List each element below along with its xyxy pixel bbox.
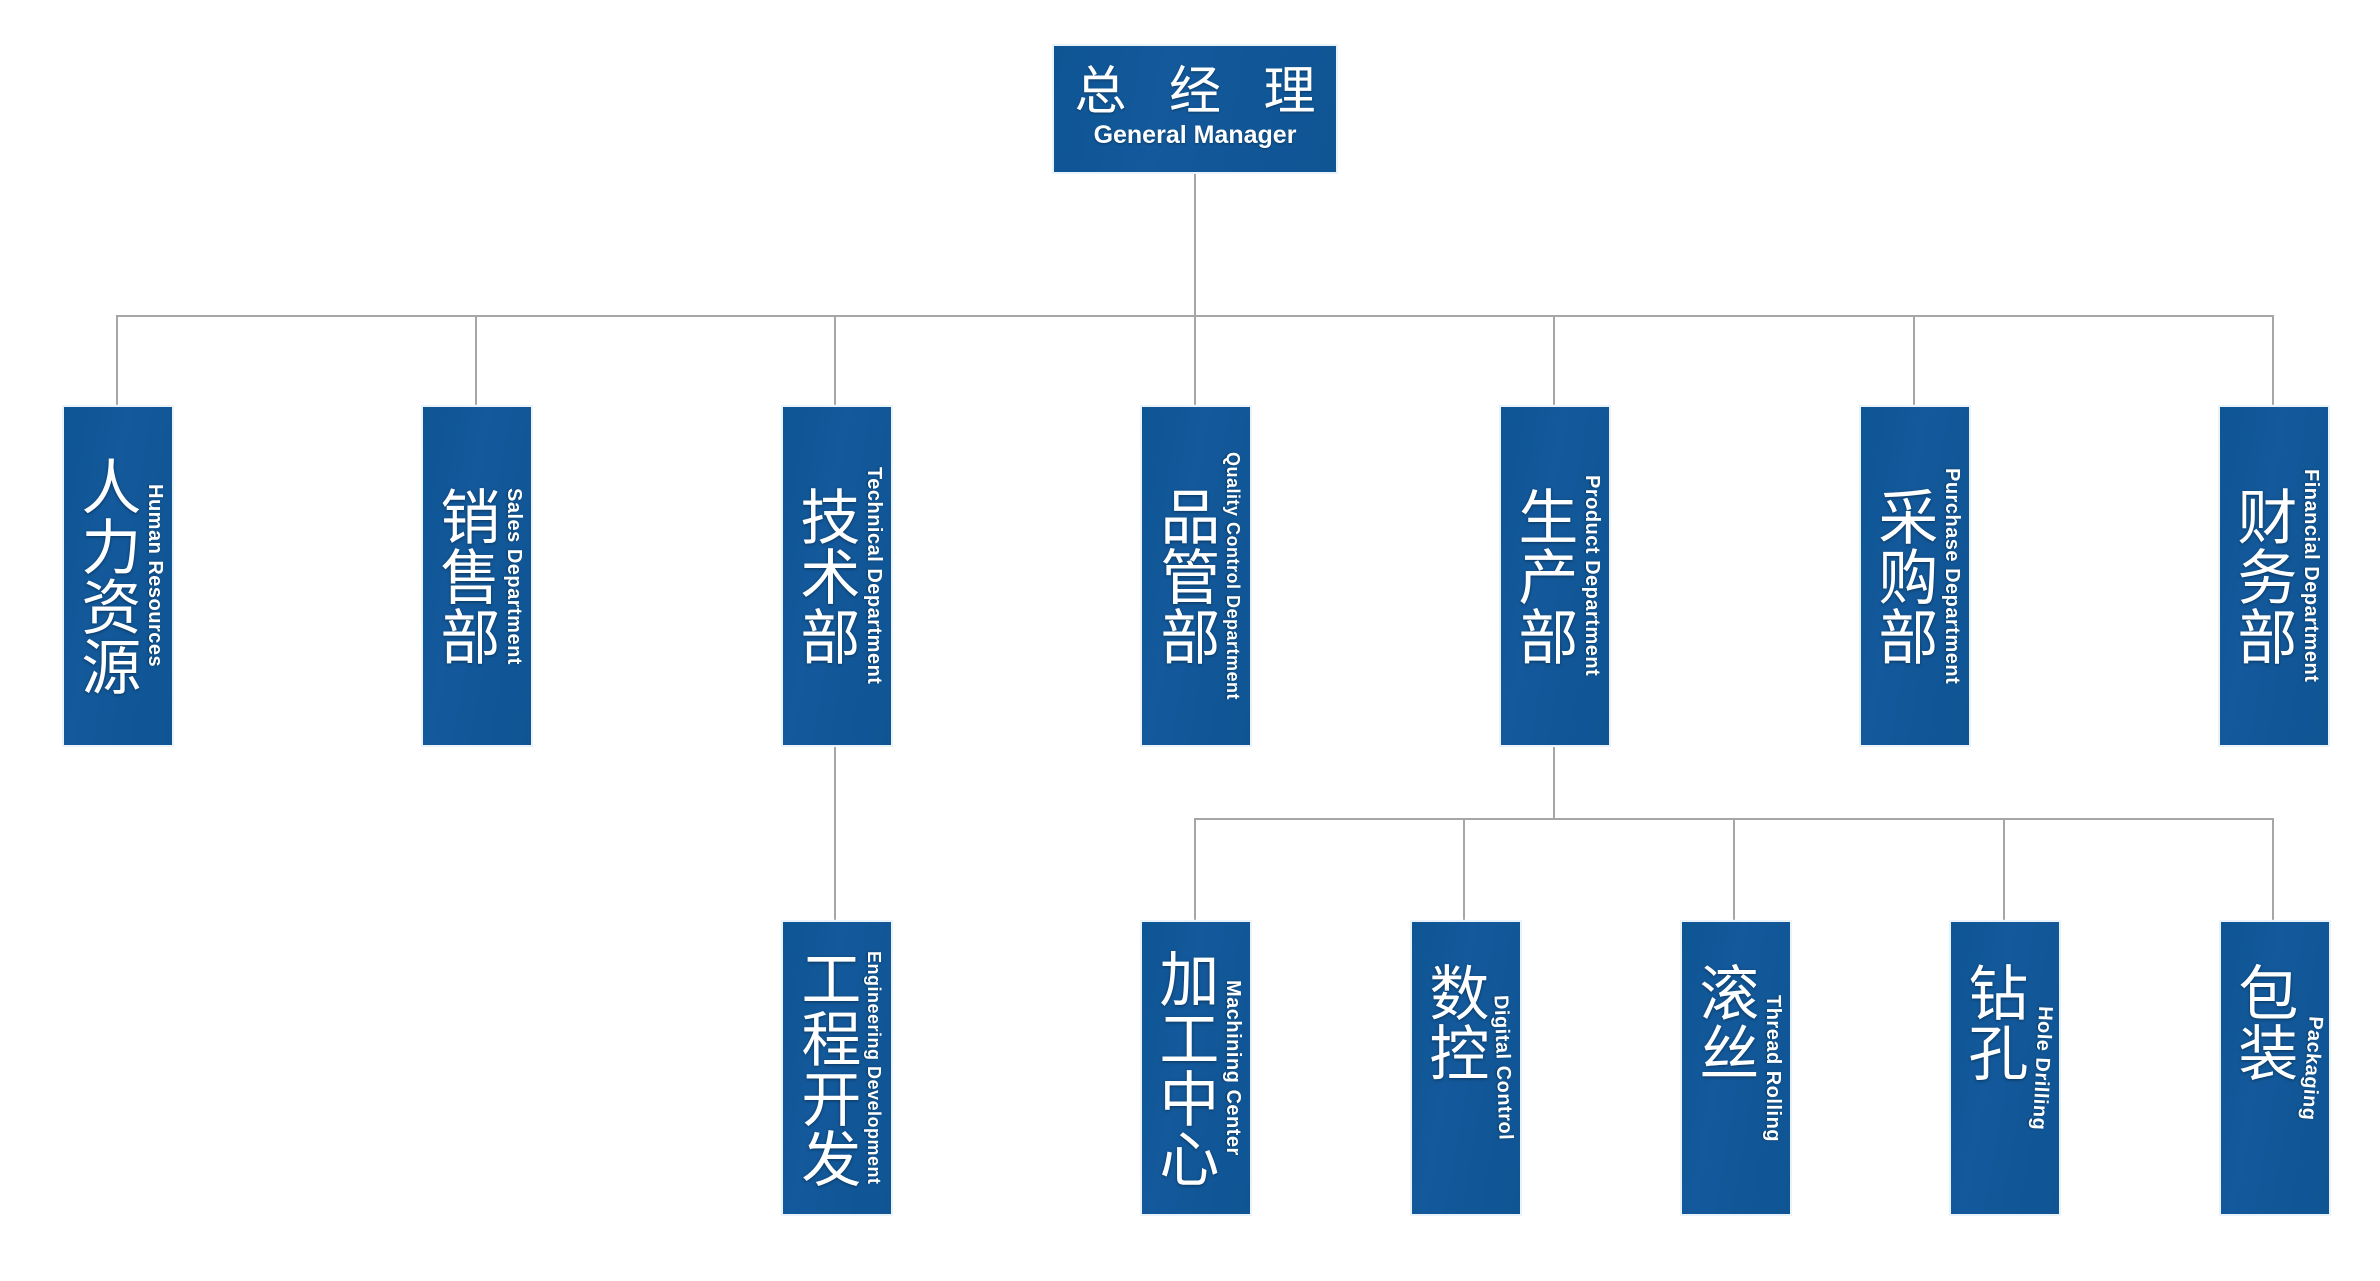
connector-drop-packaging	[2272, 818, 2274, 920]
node-technical-department-cn: 技术部	[791, 486, 859, 666]
node-purchase-department-cn: 采购部	[1869, 486, 1937, 666]
node-sales-department[interactable]: 销售部 Sales Department	[421, 405, 533, 747]
node-purchase-department[interactable]: 采购部 Purchase Department	[1859, 405, 1971, 747]
node-digital-control-cn: 数控	[1420, 962, 1488, 1082]
connector-product-stem	[1553, 747, 1555, 818]
node-machining-center-cn: 加工中心	[1150, 948, 1218, 1188]
node-digital-control[interactable]: 数控 Digital Control	[1410, 920, 1522, 1216]
node-thread-rolling[interactable]: 滚丝 Thread Rolling	[1680, 920, 1792, 1216]
connector-root-stem	[1194, 174, 1196, 316]
connector-drop-quality	[1194, 315, 1196, 407]
node-human-resources[interactable]: 人力资源 Human Resources	[62, 405, 174, 747]
node-financial-department[interactable]: 财务部 Financial Department	[2218, 405, 2330, 747]
node-technical-department-en: Technical Department	[862, 467, 885, 685]
node-machining-center-en: Machining Center	[1221, 980, 1244, 1156]
node-packaging-cn: 包装	[2229, 962, 2297, 1082]
node-engineering-development-cn: 工程开发	[792, 948, 860, 1188]
node-purchase-department-en: Purchase Department	[1940, 467, 1963, 685]
node-sales-department-cn: 销售部	[431, 486, 499, 666]
node-packaging[interactable]: 包装 Packaging	[2219, 920, 2331, 1216]
node-quality-control-department-en: Quality Control Department	[1222, 451, 1243, 701]
node-engineering-development-en: Engineering Development	[863, 951, 884, 1185]
node-technical-department[interactable]: 技术部 Technical Department	[781, 405, 893, 747]
node-digital-control-en: Digital Control	[1489, 994, 1517, 1141]
node-product-department-cn: 生产部	[1509, 486, 1577, 666]
node-hole-drilling-cn: 钻孔	[1959, 962, 2027, 1082]
node-human-resources-en: Human Resources	[143, 484, 166, 668]
node-product-department-en: Product Department	[1580, 475, 1603, 677]
node-hole-drilling[interactable]: 钻孔 Hole Drilling	[1949, 920, 2061, 1216]
node-human-resources-cn: 人力资源	[72, 456, 140, 696]
connector-drop-sales	[475, 315, 477, 407]
connector-drop-product	[1553, 315, 1555, 407]
node-general-manager-cn: 总 经 理	[1074, 63, 1330, 122]
node-engineering-development[interactable]: 工程开发 Engineering Development	[781, 920, 893, 1216]
node-quality-control-department-cn: 品管部	[1151, 486, 1219, 666]
connector-drop-financial	[2272, 315, 2274, 407]
node-thread-rolling-cn: 滚丝	[1690, 962, 1758, 1082]
connector-drop-digital	[1463, 818, 1465, 920]
node-sales-department-en: Sales Department	[502, 487, 525, 665]
connector-drop-purchase	[1913, 315, 1915, 407]
connector-drop-technical	[834, 315, 836, 407]
connector-technical-to-engineering	[834, 747, 836, 920]
connector-drop-drilling	[2003, 818, 2005, 920]
connector-drop-hr	[116, 315, 118, 407]
node-quality-control-department[interactable]: 品管部 Quality Control Department	[1140, 405, 1252, 747]
connector-drop-thread	[1733, 818, 1735, 920]
node-financial-department-en: Financial Department	[2299, 469, 2322, 683]
node-thread-rolling-en: Thread Rolling	[1761, 994, 1784, 1142]
node-general-manager[interactable]: 总 经 理 General Manager	[1052, 44, 1338, 174]
connector-drop-machining	[1194, 818, 1196, 920]
node-general-manager-en: General Manager	[1093, 121, 1297, 150]
node-machining-center[interactable]: 加工中心 Machining Center	[1140, 920, 1252, 1216]
node-financial-department-cn: 财务部	[2228, 486, 2296, 666]
node-product-department[interactable]: 生产部 Product Department	[1499, 405, 1611, 747]
